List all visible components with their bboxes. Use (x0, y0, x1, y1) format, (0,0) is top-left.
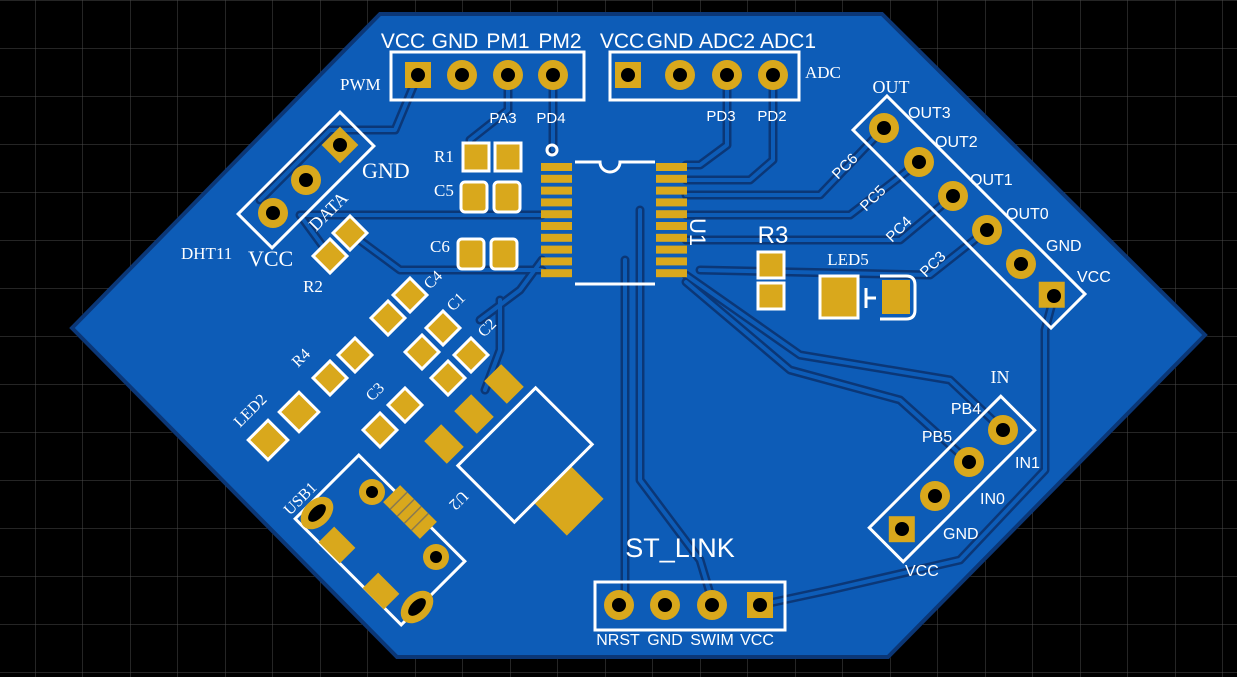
u1-pin-pad[interactable] (541, 163, 572, 171)
out-pin-label: OUT0 (1006, 206, 1049, 223)
pwm-header[interactable]: PWM VCC GND PM1 PM2 PA3 PD4 (340, 30, 586, 127)
in-pin-label: GND (943, 526, 979, 543)
dht11-pin-label: GND (362, 158, 410, 183)
u1-pin-pad[interactable] (541, 269, 572, 278)
st-link-pin-label: SWIM (690, 632, 734, 649)
c5[interactable]: C5 (434, 180, 522, 214)
adc-pin-label: GND (647, 30, 694, 53)
out-pin-label: VCC (1077, 269, 1111, 286)
net-label: PD4 (536, 110, 565, 127)
c6[interactable]: C6 (430, 237, 519, 271)
u1-pin-pad[interactable] (656, 222, 687, 230)
st-link-pin-label: NRST (596, 632, 640, 649)
pwm-pin-label: VCC (381, 30, 425, 53)
u1-pin-pad[interactable] (541, 245, 572, 254)
u1-pin-pad[interactable] (541, 210, 572, 219)
u1-pin-pad[interactable] (656, 233, 687, 242)
pwm-label: PWM (340, 75, 381, 94)
u1-pin-pad[interactable] (541, 257, 572, 266)
in-pin-label: VCC (905, 563, 939, 580)
u1-pin-pad[interactable] (656, 186, 687, 195)
c6-label: C6 (430, 237, 450, 256)
out-header-outline (850, 93, 1088, 331)
u1-pin-pad[interactable] (656, 163, 687, 171)
r2[interactable]: R2 (303, 213, 370, 296)
u1-pin-pad[interactable] (541, 222, 572, 230)
dht11-outline (235, 109, 377, 251)
pwm-pin-label: PM1 (486, 30, 529, 53)
c5-label: C5 (434, 181, 454, 200)
in-pin-label: IN0 (980, 491, 1005, 508)
st-link-pin-label: GND (647, 632, 683, 649)
u1-pin-pad[interactable] (656, 245, 687, 254)
u1-pin-pad[interactable] (656, 269, 687, 278)
u1-outline (575, 160, 655, 286)
r3-label: R3 (758, 222, 789, 249)
u1-pin-pad[interactable] (541, 233, 572, 242)
adc-pin-label: ADC2 (699, 30, 755, 53)
net-label: PD2 (757, 108, 786, 125)
u1-pin-pad[interactable] (656, 257, 687, 266)
net-label: PB5 (922, 429, 952, 446)
c1[interactable]: C1 (402, 290, 469, 372)
net-label: PB4 (951, 401, 981, 418)
st-link-pin-label: VCC (740, 632, 774, 649)
u1-pin-pad[interactable] (656, 210, 687, 219)
pwm-pin-label: GND (432, 30, 479, 53)
in-header-outline (867, 394, 1037, 564)
in-label: IN (991, 367, 1010, 387)
adc-header-outline (608, 50, 801, 102)
dht11-label: DHT11 (181, 244, 232, 263)
adc-pin-label: VCC (600, 30, 644, 53)
r2-label: R2 (303, 277, 323, 296)
u1-pin-pad[interactable] (656, 198, 687, 207)
adc-header[interactable]: ADC VCC GND ADC2 ADC1 PD3 PD2 (600, 30, 841, 125)
in-header[interactable]: IN PB4 PB5 IN1 IN0 GND VCC (867, 367, 1040, 580)
st-link-label: ST_LINK (625, 533, 735, 563)
r3[interactable]: R3 (756, 222, 789, 311)
u1-chip[interactable]: U1 (541, 143, 710, 286)
u1-pin-pad[interactable] (541, 198, 572, 207)
u1-pin-pad[interactable] (541, 186, 572, 195)
st-link-header[interactable]: ST_LINK NRST GND SWIM VCC (593, 533, 787, 649)
r1-label: R1 (434, 147, 454, 166)
u2-outline (455, 385, 595, 525)
net-label: PA3 (489, 110, 516, 127)
net-label: PD3 (706, 108, 735, 125)
out-pin-label: OUT2 (935, 134, 978, 151)
out-pin-label: OUT3 (908, 105, 951, 122)
u1-pin-pad[interactable] (656, 174, 687, 183)
adc-pin-label: ADC1 (760, 30, 816, 53)
pwm-pin-label: PM2 (538, 30, 581, 53)
u1-label: U1 (685, 218, 710, 246)
u1-pin-pad[interactable] (541, 174, 572, 183)
r1[interactable]: R1 (434, 141, 523, 173)
led5[interactable]: LED5 (818, 250, 917, 321)
st-link-outline (593, 580, 787, 632)
out-pin-label: GND (1046, 238, 1082, 255)
pin1-marker (545, 143, 559, 157)
led5-label: LED5 (827, 250, 869, 269)
out-pin-label: OUT1 (970, 172, 1013, 189)
pwm-header-outline (389, 50, 586, 102)
dht11-pin-label: VCC (248, 246, 293, 271)
in-pin-label: IN1 (1015, 455, 1040, 472)
out-label: OUT (873, 77, 910, 97)
adc-label: ADC (805, 63, 841, 82)
